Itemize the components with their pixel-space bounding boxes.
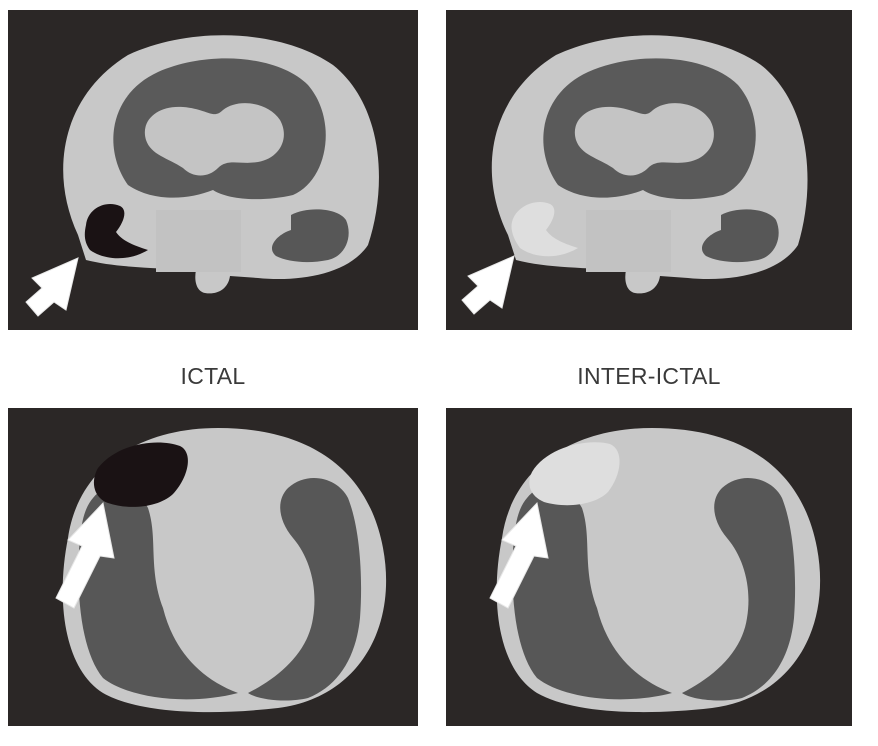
thalamus-block [586, 210, 671, 272]
left-cortex [512, 487, 672, 700]
interictal-label: INTER-ICTAL [577, 363, 721, 389]
interictal-focus [511, 202, 578, 257]
arrow-icon [25, 257, 79, 317]
ictal-coronal-scan [8, 10, 418, 330]
left-cortex [78, 487, 238, 700]
right-cortex [682, 477, 796, 701]
right-temporal-lobe [701, 209, 779, 263]
ictal-axial-scan [8, 408, 418, 726]
ictal-focus [84, 204, 148, 259]
arrow-icon [489, 501, 549, 609]
ventricles [144, 103, 284, 176]
ventricles [574, 103, 714, 176]
right-cortex [248, 477, 362, 701]
interictal-axial-scan [446, 408, 852, 726]
ictal-focus [93, 442, 188, 507]
arrow-icon [55, 501, 115, 609]
interictal-coronal-scan [446, 10, 852, 330]
thalamus-block [156, 210, 241, 272]
interictal-focus [529, 442, 620, 506]
ictal-label: ICTAL [180, 363, 246, 389]
right-temporal-lobe [271, 209, 349, 263]
arrow-icon [461, 255, 515, 315]
